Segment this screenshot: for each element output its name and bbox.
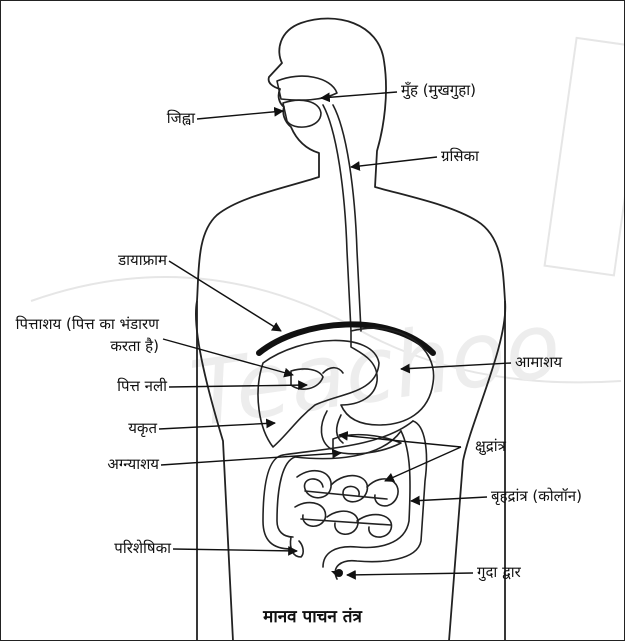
label-small-intestine: क्षुद्रांत्र	[475, 437, 506, 455]
esophagus-tube	[323, 105, 361, 331]
diagram-caption: मानव पाचन तंत्र	[1, 604, 624, 627]
appendix-organ	[290, 537, 303, 557]
label-stomach: आमाशय	[515, 353, 562, 371]
label-esophagus: ग्रसिका	[441, 147, 479, 165]
label-bile-duct: पित्त नली	[61, 377, 167, 395]
small-intestine-coils	[295, 471, 398, 537]
label-appendix: परिशेषिका	[61, 539, 171, 557]
label-gallbladder: पित्ताशय (पित्त का भंडारण करता है)	[9, 313, 159, 357]
large-intestine-organ	[263, 421, 427, 579]
label-diaphragm: डायाफ्राम	[61, 251, 167, 269]
label-pancreas: अग्न्याशय	[41, 455, 159, 473]
label-anus: गुदा द्वार	[477, 563, 521, 581]
label-liver: यकृत	[61, 419, 157, 437]
label-tongue: जिह्वा	[121, 109, 195, 127]
label-mouth: मुँह (मुखगुहा)	[401, 81, 476, 99]
label-large-intestine: बृहद्रांत्र (कोलॉन)	[491, 487, 582, 505]
